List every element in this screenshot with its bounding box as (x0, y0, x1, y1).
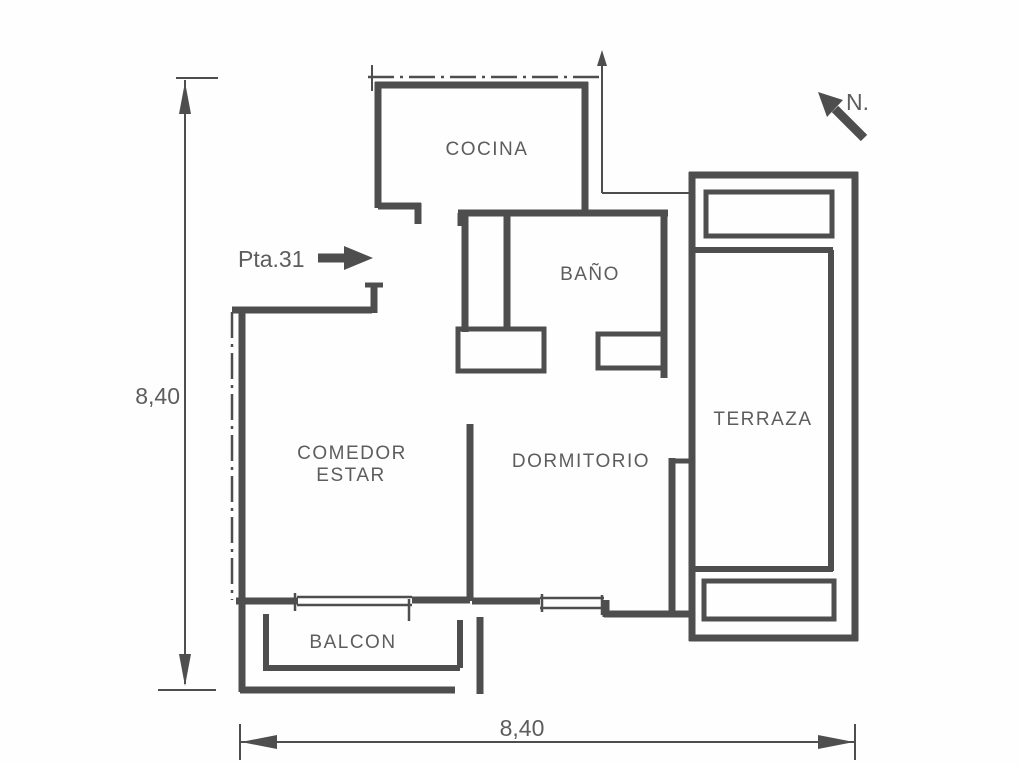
hall-door-frame (455, 326, 547, 374)
room-label-dormitorio: DORMITORIO (512, 451, 650, 472)
bottom-dimension: 8,40 (239, 715, 856, 760)
dormitorio-window-jambs (540, 594, 604, 615)
room-label-comedor-line2: ESTAR (316, 465, 385, 486)
room-balcon-walls (240, 614, 484, 694)
bottom-dimension-value: 8,40 (500, 715, 545, 741)
room-terraza-walls (688, 171, 859, 642)
room-label-terraza: TERRAZA (713, 409, 812, 430)
balcon-parapet (263, 614, 463, 671)
entrance-label: Pta.31 (238, 246, 305, 272)
south-facade-walls (236, 593, 692, 621)
bano-door-frame (595, 331, 667, 371)
north-arrow-icon (818, 92, 843, 117)
entrance-arrow-icon (344, 246, 373, 270)
entrance-marker: Pta.31 (238, 246, 373, 272)
dormitorio-window (540, 596, 604, 610)
bottom-dimension-right-arrow-icon (818, 735, 854, 749)
left-dimension: 8,40 (135, 77, 218, 691)
north-indicator: N. (818, 89, 869, 142)
balcon-door-window-jambs (293, 593, 411, 621)
balcon-door-window (297, 595, 412, 607)
room-cocina-walls (374, 81, 589, 224)
boundary-lines (230, 50, 690, 600)
left-dimension-down-arrow-icon (179, 654, 191, 686)
terraza-top-planter (703, 189, 835, 239)
room-label-bano: BAÑO (560, 263, 620, 285)
left-dimension-up-arrow-icon (179, 82, 191, 114)
room-bano-walls (455, 209, 668, 378)
north-label: N. (846, 89, 869, 115)
room-label-comedor-line1: COMEDOR (297, 443, 407, 464)
room-comedor-walls (232, 282, 474, 692)
boundary-up-arrow-icon (597, 50, 607, 66)
room-label-cocina: COCINA (446, 139, 529, 160)
room-label-balcon: BALCON (309, 632, 396, 653)
terraza-bottom-planter (701, 578, 837, 622)
bottom-dimension-left-arrow-icon (241, 735, 277, 749)
left-dimension-value: 8,40 (135, 383, 180, 409)
north-arrow-shaft (831, 105, 868, 142)
